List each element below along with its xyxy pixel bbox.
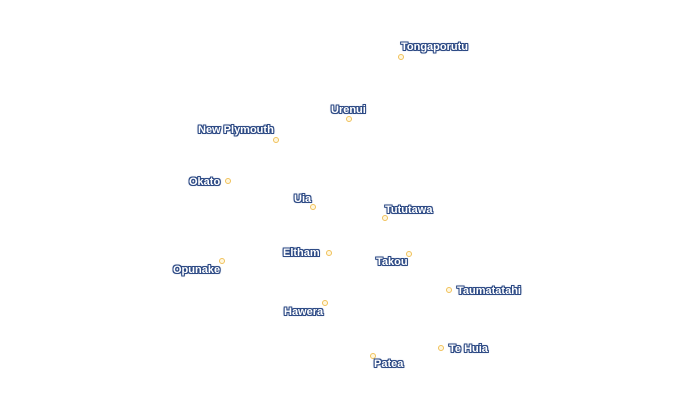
place-marker-icon[interactable] (438, 345, 444, 351)
place-label: Eltham (283, 247, 320, 259)
place-label: New Plymouth (198, 124, 274, 136)
place-marker-icon[interactable] (310, 204, 316, 210)
place-marker-icon[interactable] (273, 137, 279, 143)
place-label: Tongaporutu (401, 41, 468, 53)
place-marker-icon[interactable] (446, 287, 452, 293)
place-label: Takou (376, 256, 408, 268)
place-marker-icon[interactable] (398, 54, 404, 60)
place-marker-icon[interactable] (225, 178, 231, 184)
place-label: Te Huia (449, 343, 488, 355)
place-label: Opunake (173, 264, 221, 276)
place-marker-icon[interactable] (326, 250, 332, 256)
place-marker-icon[interactable] (406, 251, 412, 257)
place-label: Okato (189, 176, 221, 188)
place-marker-icon[interactable] (346, 116, 352, 122)
place-marker-icon[interactable] (322, 300, 328, 306)
place-label: Urenui (331, 104, 366, 116)
place-label: Tututawa (385, 204, 433, 216)
place-marker-icon[interactable] (382, 215, 388, 221)
place-label: Taumatatahi (457, 285, 521, 297)
place-label: Hawera (284, 306, 324, 318)
place-marker-icon[interactable] (219, 258, 225, 264)
place-label: Uia (294, 193, 312, 205)
place-label: Patea (374, 358, 404, 370)
place-marker-icon[interactable] (370, 353, 376, 359)
